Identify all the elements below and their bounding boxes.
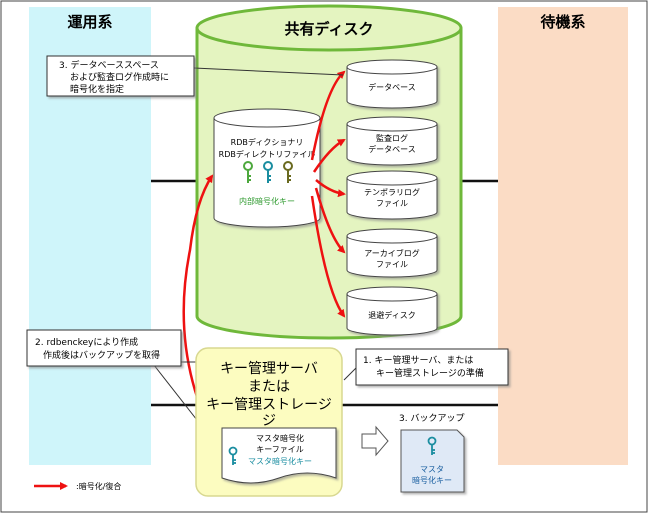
master-key-file-line2: キーファイル [256,445,304,454]
key-icon [263,161,273,183]
callout-step1-line2: キー管理ストレージの準備 [376,367,484,379]
work-disk-label: 退避ディスク [368,310,415,320]
audit-log-cylinder [346,116,438,166]
callout-step1-leader [343,367,357,381]
archive-log-sub-label: ファイル [376,260,408,269]
master-key-file [221,427,337,484]
backup-label: 3. バックアップ [399,413,464,424]
arrow-to-audit-log [312,138,346,173]
arrow-to-work-disk [310,195,346,318]
work-disk-cylinder [346,286,438,336]
key-management-line4: ジ [262,413,276,429]
temporary-log-label: テンポラリログ [364,187,420,197]
rdb-dictionary-cylinder [213,108,321,228]
key-management-line2: または [248,379,290,395]
backup-key-line1: マスタ [420,465,444,474]
callout-step1-line1: 1. キー管理サーバ、または [363,354,473,366]
key-icon [243,161,253,183]
arrow-to-temporary-log [315,179,346,198]
callout-step3-box [46,55,195,97]
backup-key-card [400,429,465,493]
callout-step3-line3: 暗号化を指定 [70,83,124,95]
key-icon [427,436,437,455]
callout-step2-line1: 2. rdbenckeyにより作成 [35,336,138,348]
rdb-dictionary-label: RDBディクショナリ [231,137,304,147]
archive-log-label: アーカイブログ [364,248,420,258]
rdb-directory-label: RDBディレクトリファイル [219,149,316,159]
audit-log-label: 監査ログ [376,133,408,143]
audit-log-sub-label: データベース [368,144,416,154]
key-management-line1: キー管理サーバ [220,361,318,377]
temporary-log-sub-label: ファイル [376,199,408,208]
callout-step1-box [355,348,509,386]
callout-step2-line2: 作成後はバックアップを取得 [43,349,160,361]
callout-step2-box [26,329,182,367]
legend-label: :暗号化/復合 [76,481,121,491]
callout-step3-line1: 3. データベーススペース [59,59,159,71]
shared-disk-title: 共有ディスク [285,20,374,38]
key-management-line3: キー管理ストレージ [206,397,332,413]
key-icon [228,446,238,465]
temporary-log-cylinder [346,170,438,220]
callout-step3-line2: および監査ログ作成時に [70,71,169,83]
master-key-file-line1: マスタ暗号化 [256,433,304,443]
database-cylinder [346,59,438,109]
key-icon [283,161,293,183]
backup-key-line2: 暗号化キー [412,475,452,485]
arrow-to-database [310,70,346,161]
backup-arrow [361,425,389,457]
arrow-to-archive-log [314,187,346,254]
active-system-title: 運用系 [67,13,112,31]
standby-system-panel [498,7,628,465]
callout-step3-leader [193,67,344,76]
database-label: データベース [368,82,416,92]
master-key-file-key-label: マスタ暗号化キー [248,456,312,466]
archive-log-cylinder [346,228,438,278]
internal-key-label: 内部暗号化キー [239,196,295,206]
standby-system-title: 待機系 [540,13,585,31]
